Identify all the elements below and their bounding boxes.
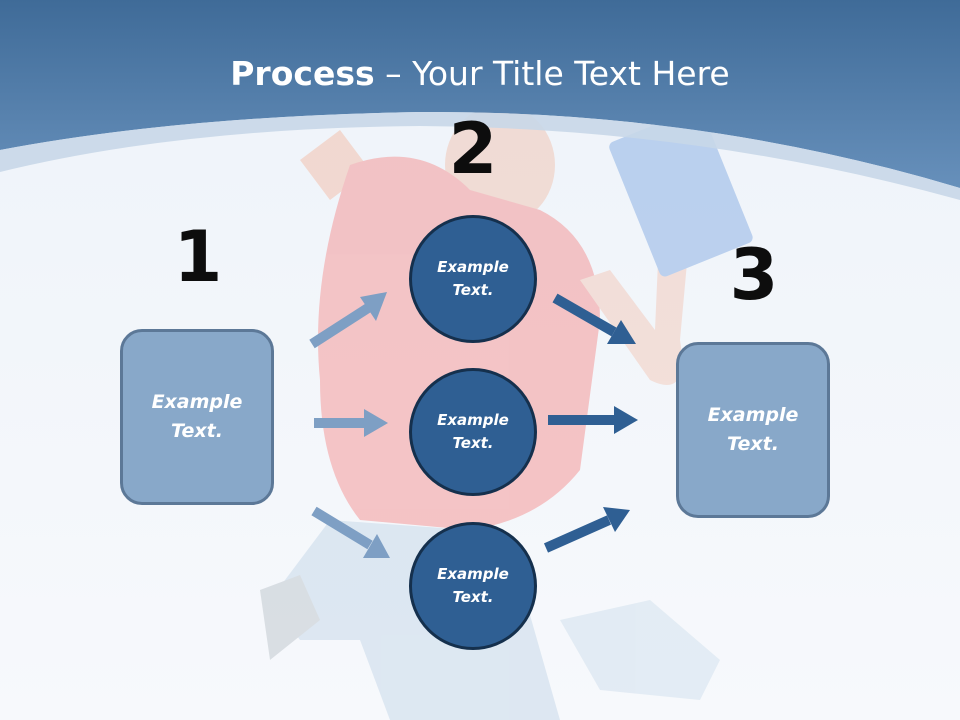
- header-band: [0, 0, 960, 188]
- process-circle-3: Example Text.: [409, 522, 537, 650]
- arrow-left-to-circle-2: [314, 409, 388, 437]
- circle-2-label: Example Text.: [437, 411, 509, 452]
- right-example-box: Example Text.: [676, 342, 830, 518]
- circle-3-label: Example Text.: [437, 565, 509, 606]
- process-circle-1: Example Text.: [409, 215, 537, 343]
- process-circle-2: Example Text.: [409, 368, 537, 496]
- title-bold: Process: [230, 54, 375, 93]
- arrow-circle-3-to-right: [543, 507, 630, 553]
- step-number-3: 3: [729, 234, 779, 316]
- arrow-circle-2-to-right: [548, 406, 638, 434]
- arrow-left-to-circle-3: [311, 506, 390, 558]
- right-box-label: Example Text.: [707, 404, 799, 455]
- step-number-1: 1: [173, 216, 223, 298]
- slide-title: Process – Your Title Text Here: [0, 52, 960, 96]
- step-number-2: 2: [448, 108, 498, 190]
- title-rest: – Your Title Text Here: [374, 54, 730, 93]
- arrow-left-to-circle-1: [309, 292, 387, 349]
- left-example-box: Example Text.: [120, 329, 274, 505]
- arrow-circle-1-to-right: [552, 293, 636, 344]
- left-box-label: Example Text.: [151, 391, 243, 442]
- header-wave: [0, 111, 960, 200]
- circle-1-label: Example Text.: [437, 258, 509, 299]
